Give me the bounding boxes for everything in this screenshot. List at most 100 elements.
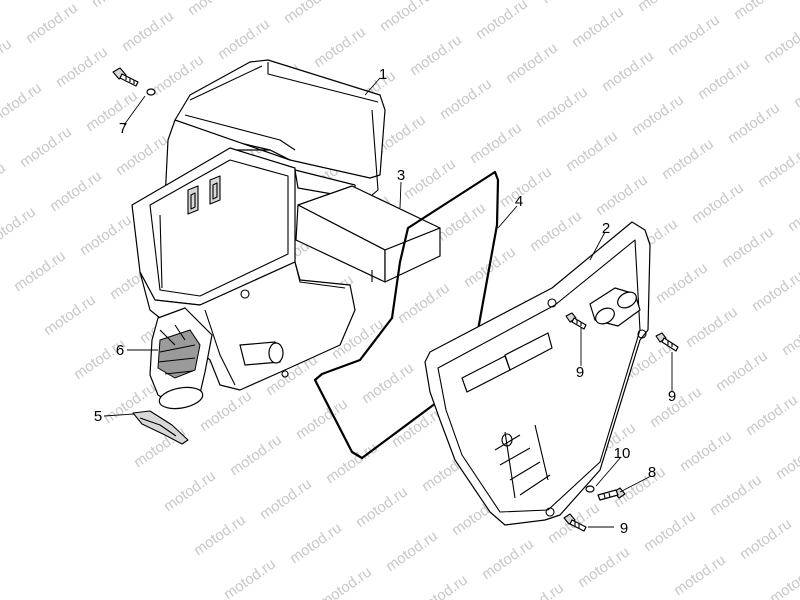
watermark-text: motod.ru [575, 543, 633, 591]
watermark-text: motod.ru [413, 571, 471, 600]
watermark-text: motod.ru [0, 0, 51, 3]
watermark-text: motod.ru [641, 507, 699, 555]
watermark-text: motod.ru [113, 131, 171, 179]
watermark-text: motod.ru [653, 259, 711, 307]
watermark-text: motod.ru [23, 0, 81, 47]
watermark-text: motod.ru [611, 463, 669, 511]
watermark-text: motod.ru [791, 63, 800, 111]
filter-element [295, 185, 441, 283]
watermark-text: motod.ru [41, 291, 99, 339]
watermark-text: motod.ru [527, 207, 585, 255]
callout-9-lower: 9 [620, 520, 628, 537]
watermark-text: motod.ru [563, 127, 621, 175]
watermark-text: motod.ru [707, 471, 765, 519]
watermark-text: motod.ru [569, 3, 627, 51]
watermark-text: motod.ru [311, 23, 369, 71]
watermark-text: motod.ru [0, 79, 45, 127]
watermark-text: motod.ru [287, 519, 345, 567]
bolt-9-right [655, 332, 679, 352]
watermark-text: motod.ru [161, 467, 219, 515]
watermark-text: motod.ru [539, 0, 597, 7]
watermark-text: motod.ru [323, 439, 381, 487]
watermark-text: motod.ru [191, 511, 249, 559]
callout-9-upper: 9 [576, 364, 584, 381]
side-cover [424, 221, 651, 526]
watermark-text: motod.ru [317, 563, 375, 600]
watermark-text: motod.ru [785, 187, 800, 235]
watermark-text: motod.ru [737, 515, 795, 563]
watermark-text: motod.ru [281, 0, 339, 27]
watermark-text: motod.ru [479, 535, 537, 583]
watermark-text: motod.ru [437, 75, 495, 123]
watermark-text: motod.ru [89, 0, 147, 11]
watermark-text: motod.ru [227, 431, 285, 479]
clamp [132, 410, 189, 445]
watermark-text: motod.ru [713, 347, 771, 395]
watermark-text: motod.ru [677, 427, 735, 475]
watermark-text: motod.ru [47, 167, 105, 215]
watermark-text: motod.ru [689, 179, 747, 227]
watermark-text: motod.ru [0, 203, 39, 251]
watermark-text: motod.ru [185, 0, 243, 19]
bolt-9-upper [565, 312, 587, 330]
watermark-text: motod.ru [467, 119, 525, 167]
callout-6: 6 [116, 342, 124, 359]
watermark-text: motod.ru [503, 39, 561, 87]
leader-lines [103, 77, 673, 528]
watermark-text: motod.ru [395, 279, 453, 327]
watermark-text: motod.ru [725, 99, 783, 147]
callout-7: 7 [119, 120, 127, 137]
watermark-text: motod.ru [635, 0, 693, 15]
watermark-text: motod.ru [293, 395, 351, 443]
watermark-text: motod.ru [215, 15, 273, 63]
watermark-text: motod.ru [77, 211, 135, 259]
callout-10: 10 [614, 445, 631, 462]
callout-2: 2 [602, 220, 610, 237]
watermark-text: motod.ru [731, 0, 789, 23]
watermark-text: motod.ru [257, 475, 315, 523]
watermark-text: motod.ru [83, 87, 141, 135]
screw-and-washer [112, 67, 156, 96]
callout-8: 8 [648, 464, 656, 481]
watermark-text: motod.ru [755, 143, 800, 191]
watermark-text: motod.ru [0, 159, 9, 207]
watermark-text: motod.ru [779, 311, 800, 359]
watermark-text: motod.ru [599, 47, 657, 95]
gasket [313, 170, 500, 460]
callout-3: 3 [397, 167, 405, 184]
watermark-text: motod.ru [383, 527, 441, 575]
watermark-text: motod.ru [377, 0, 435, 35]
watermark-text: motod.ru [359, 359, 417, 407]
watermark-text: motod.ru [353, 483, 411, 531]
callout-1: 1 [379, 66, 387, 83]
watermark-text: motod.ru [497, 163, 555, 211]
bolt-9-lower [563, 513, 587, 532]
watermark-text: motod.ru [671, 551, 729, 599]
watermark-text: motod.ru [719, 223, 777, 271]
watermark-text: motod.ru [533, 83, 591, 131]
airbox-housing [131, 59, 386, 391]
watermark-text: motod.ru [767, 559, 800, 600]
watermark-text: motod.ru [197, 387, 255, 435]
watermark-text: motod.ru [629, 91, 687, 139]
watermark-text: motod.ru [17, 123, 75, 171]
watermark-text: motod.ru [593, 171, 651, 219]
watermark-text: motod.ru [761, 19, 800, 67]
bolt-8 [597, 487, 626, 501]
watermark-text: motod.ru [749, 267, 800, 315]
watermark-text: motod.ru [401, 155, 459, 203]
watermark-text: motod.ru [773, 435, 800, 483]
watermark-text: motod.ru [665, 11, 723, 59]
callout-9-right: 9 [668, 388, 676, 405]
watermark-text: motod.ru [473, 0, 531, 43]
watermark-text: motod.ru [659, 135, 717, 183]
watermark-text: motod.ru [407, 31, 465, 79]
watermark-text: motod.ru [11, 247, 69, 295]
watermark-text: motod.ru [743, 391, 800, 439]
watermark-text: motod.ru [221, 555, 279, 600]
callout-labels: 1 2 3 4 5 6 7 8 9 9 9 10 [94, 66, 676, 537]
washer-10 [585, 485, 595, 493]
